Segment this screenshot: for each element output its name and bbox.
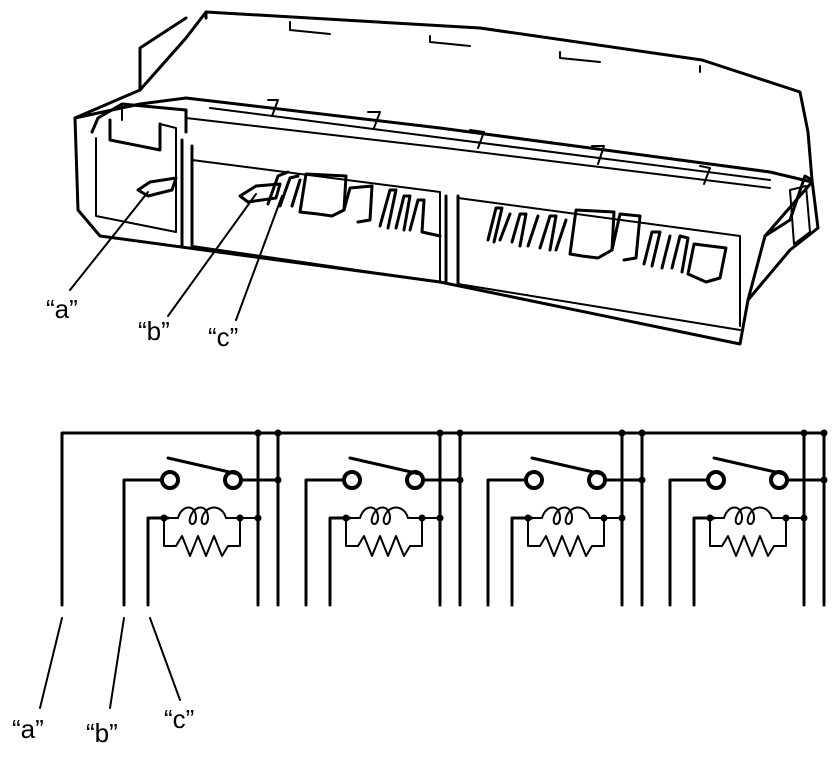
- coil-node-right-4: [782, 514, 790, 522]
- resistor-2: [345, 517, 423, 557]
- connector-label-c: “c”: [208, 322, 238, 352]
- schematic-callouts: “a” “b” “c”: [12, 617, 194, 748]
- junction-top-1-2: [436, 429, 444, 437]
- schematic-leader-a: [39, 617, 63, 709]
- connector-terminals: [136, 170, 728, 284]
- junction-top-1-1: [254, 429, 262, 437]
- connector-callouts: “a” “b” “c”: [46, 191, 283, 352]
- switch-arm-3: [530, 456, 604, 476]
- wire-b-1: [122, 478, 162, 607]
- schematic-leader-c: [149, 617, 181, 701]
- junction-top-1-3: [618, 429, 626, 437]
- coil-node-right-3: [600, 514, 608, 522]
- schematic-label-b: “b”: [86, 718, 118, 748]
- connector-body: [73, 10, 820, 346]
- wire-b-3: [486, 478, 526, 607]
- coil-node-right-1: [236, 514, 244, 522]
- switch-arm-2: [348, 456, 422, 476]
- junction-coil-3: [618, 514, 626, 522]
- junction-switch-4: [820, 476, 828, 484]
- coil-node-left-2: [342, 514, 350, 522]
- coil-node-right-2: [418, 514, 426, 522]
- relay-coil-4: [723, 506, 773, 525]
- coil-node-left-1: [160, 514, 168, 522]
- junction-top-2-1: [274, 429, 282, 437]
- junction-top-2-2: [456, 429, 464, 437]
- resistor-3: [527, 517, 605, 557]
- connector-label-b: “b”: [138, 316, 170, 346]
- relay-coil-1: [177, 506, 227, 525]
- coil-node-left-3: [524, 514, 532, 522]
- leader-line-a: [69, 191, 149, 291]
- relay-coil-2: [359, 506, 409, 525]
- switch-contact-left-4: [706, 470, 726, 490]
- switch-arm-1: [166, 456, 240, 476]
- junction-top-1-4: [800, 429, 808, 437]
- resistor-1: [163, 517, 241, 557]
- bus-a: [60, 431, 824, 607]
- relay-coil-3: [541, 506, 591, 525]
- switch-contact-left-2: [342, 470, 362, 490]
- switch-contact-left-3: [524, 470, 544, 490]
- junction-top-2-4: [820, 429, 828, 437]
- schematic-label-a: “a”: [12, 714, 44, 744]
- switch-contact-left-1: [160, 470, 180, 490]
- junction-coil-1: [254, 514, 262, 522]
- resistor-4: [709, 517, 787, 557]
- connector-label-a: “a”: [46, 294, 78, 324]
- junction-coil-2: [436, 514, 444, 522]
- leader-line-c: [235, 195, 283, 321]
- wire-b-4: [668, 478, 708, 607]
- switch-arm-4: [712, 456, 786, 476]
- wire-b-2: [304, 478, 344, 607]
- junction-top-2-3: [638, 429, 646, 437]
- leader-line-b: [167, 193, 257, 317]
- junction-coil-4: [800, 514, 808, 522]
- relay-schematic: [60, 429, 828, 607]
- schematic-label-c: “c”: [164, 704, 194, 734]
- coil-node-left-4: [706, 514, 714, 522]
- schematic-leader-b: [109, 617, 125, 709]
